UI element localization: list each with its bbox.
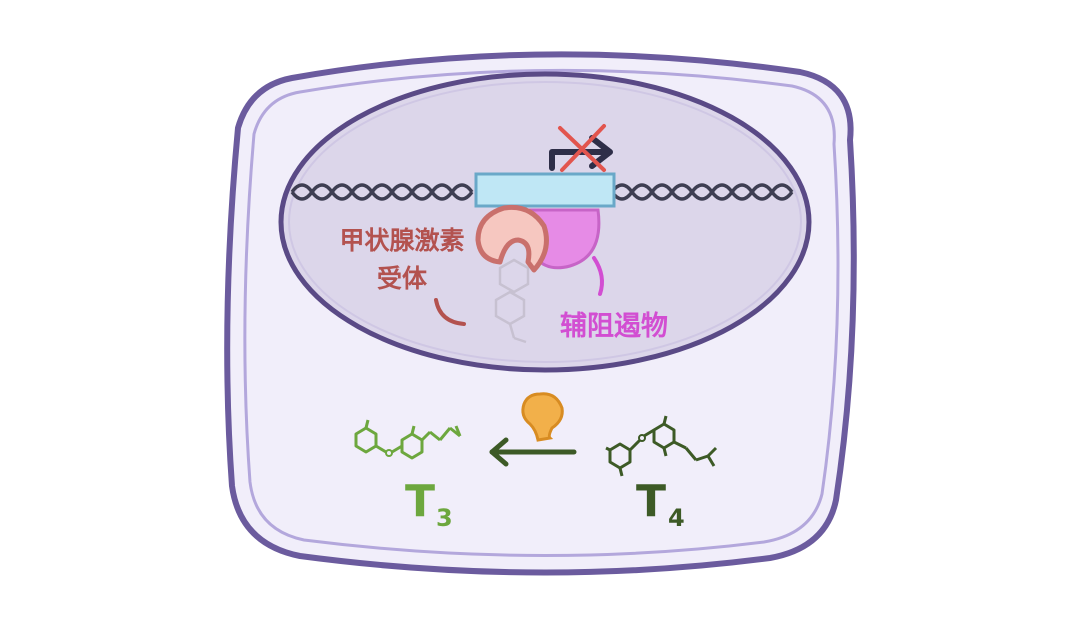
receptor-pointer	[434, 298, 466, 326]
t3-subscript: 3	[436, 504, 453, 532]
hormone-molecule-ghost	[494, 258, 530, 344]
transcription-arrow	[549, 135, 613, 171]
conversion-arrow	[489, 437, 577, 467]
receptor-label: 甲状腺激素 受体	[322, 222, 482, 298]
gene-box	[474, 172, 616, 208]
t4-label: T	[636, 476, 667, 527]
receptor-label-line2: 受体	[376, 264, 427, 293]
t4-molecule	[605, 415, 718, 477]
thyroid-receptor-shape	[475, 204, 549, 273]
t3-label: T	[405, 476, 436, 527]
deiodinase-enzyme-shape	[521, 392, 564, 442]
t4-subscript: 4	[668, 504, 685, 532]
t4-oxygen	[638, 434, 646, 442]
blocked-x-icon	[558, 124, 606, 172]
corepressor-label: 辅阻遏物	[560, 311, 668, 342]
t3-oxygen	[385, 449, 393, 457]
t3-molecule	[354, 419, 462, 460]
corepressor-pointer	[592, 256, 604, 296]
receptor-label-line1: 甲状腺激素	[339, 226, 465, 255]
dna-strand	[290, 183, 794, 201]
